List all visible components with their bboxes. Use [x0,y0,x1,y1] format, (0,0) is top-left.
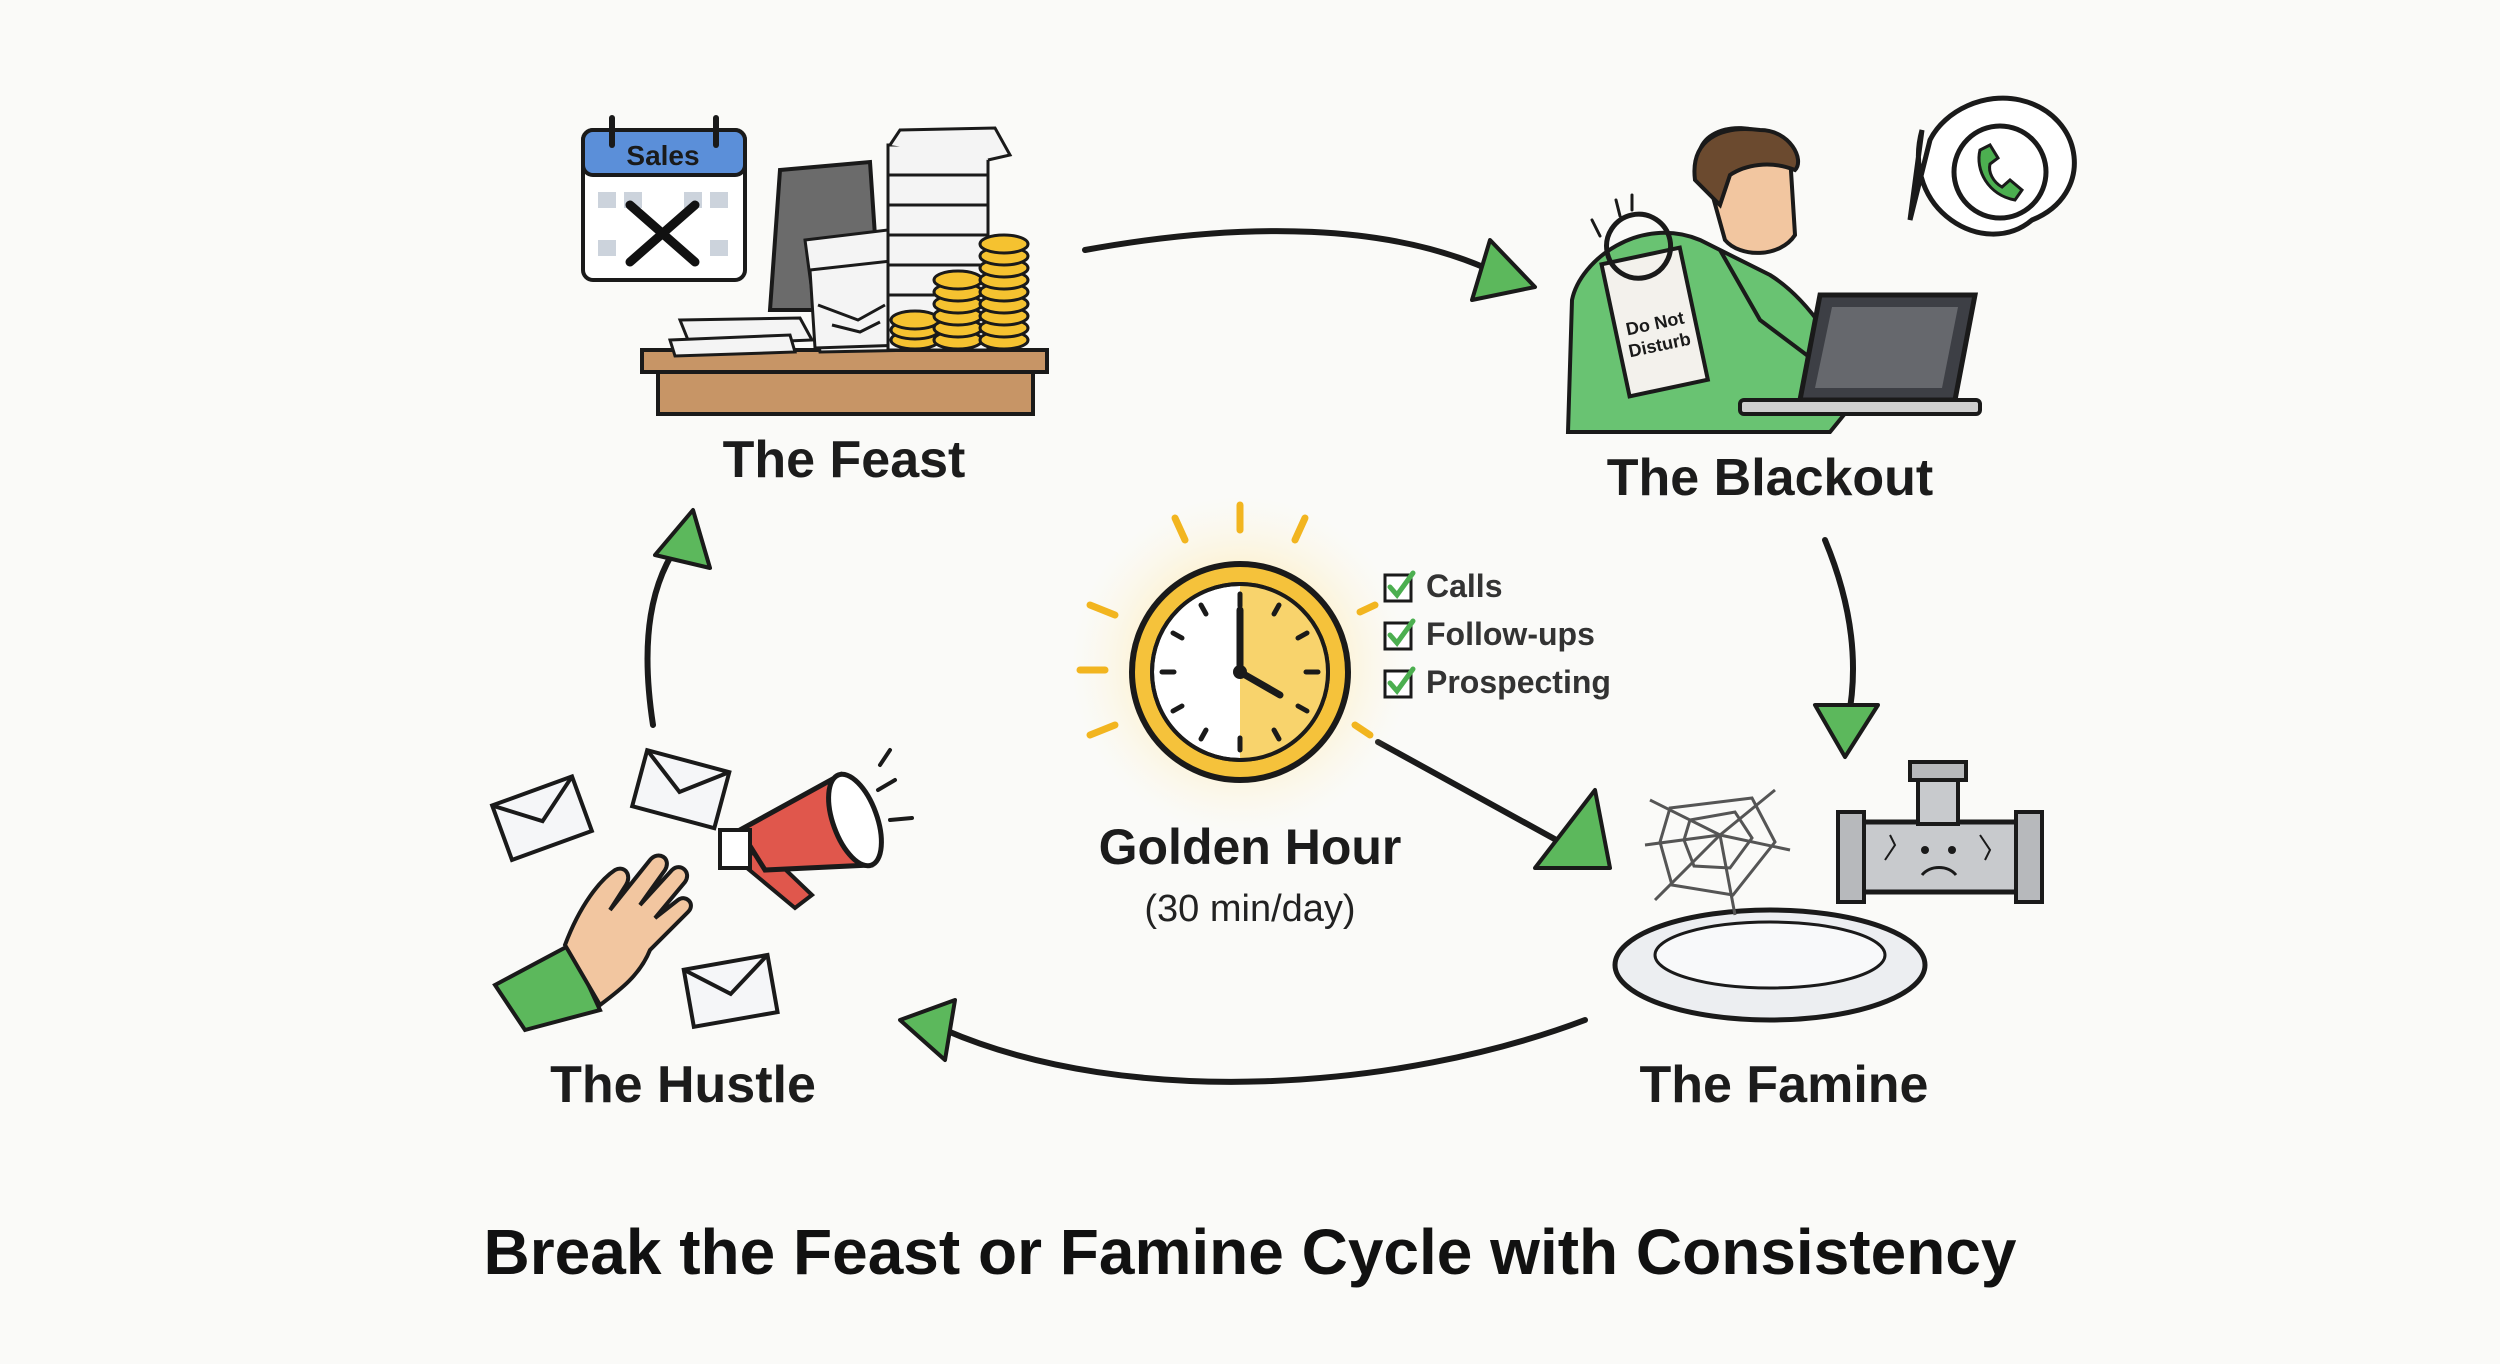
desk-icon [640,348,1049,416]
checklist-item: Prospecting [1382,664,1611,701]
arrowhead-2 [1813,703,1880,759]
arrow-feast-to-blackout [1082,228,1493,273]
plate-icon [1612,907,1928,1023]
checklist-label: Prospecting [1426,664,1611,700]
arrowhead-5 [1533,788,1612,870]
phone-bubble-icon [1907,95,2077,237]
diagram-title: Break the Feast or Famine Cycle with Con… [483,1216,2017,1288]
cobweb-icon [1644,788,1791,916]
hustle-illustration [489,747,914,1033]
arrowhead-1 [1470,238,1537,302]
arrowhead-4 [653,508,712,570]
calendar-icon [581,115,747,282]
checkbox-icon [1383,618,1416,650]
checklist-item: Follow-ups [1382,616,1595,653]
arrow-heads [653,238,1880,1062]
stage-label-hustle: The Hustle [550,1056,816,1114]
checklist-label: Follow-ups [1426,616,1595,652]
famine-illustration [1612,760,2044,1023]
alert-lines [1590,193,1634,238]
hand-icon [492,853,693,1033]
golden-hour-illustration [1070,495,1410,835]
arrow-hustle-to-feast [644,535,686,728]
pipe-icon [1836,760,2044,904]
arrow-center-to-famine [1375,739,1563,845]
clock-icon [1129,561,1351,783]
checklist-item: Calls [1382,568,1502,605]
stage-label-blackout: The Blackout [1606,449,1934,507]
arrow-blackout-to-famine [1822,537,1857,723]
arrow-famine-to-hustle [942,1017,1588,1085]
sun-rays [1076,501,1379,739]
cycle-arrows [644,228,1857,1085]
coin-stack-icon [889,233,1030,351]
checkbox-icon [1383,666,1416,698]
stage-label-famine: The Famine [1639,1056,1929,1114]
arrowhead-3 [898,998,957,1062]
feast-illustration: Sales [581,115,1049,416]
blackout-illustration: Do Not Disturb [1565,95,2077,434]
calendar-label: Sales [626,140,699,171]
laptop-icon [1738,292,1982,416]
checklist-label: Calls [1426,568,1503,604]
megaphone-icon [718,748,914,911]
golden-hour-subtitle: (30 min/day) [1144,888,1356,930]
do-not-disturb-sign: Do Not Disturb [1599,211,1711,399]
stage-label-feast: The Feast [722,431,966,489]
checkbox-icon [1383,570,1416,602]
envelope-icon [489,747,780,1030]
person-head [1692,126,1801,255]
golden-hour-title: Golden Hour [1098,819,1402,875]
